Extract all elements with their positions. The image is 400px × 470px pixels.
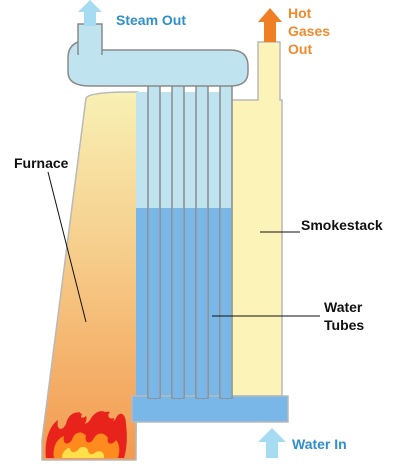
water-in-arrow-icon bbox=[258, 428, 286, 458]
water-tubes-label: Water Tubes bbox=[324, 299, 366, 333]
fire-flames bbox=[45, 411, 127, 458]
water-tubes-line-1: Water bbox=[324, 299, 363, 315]
water-in-label: Water In bbox=[292, 436, 347, 452]
steam-out-label: Steam Out bbox=[116, 12, 186, 28]
furnace-leader-line bbox=[47, 171, 87, 323]
smokestack-shell bbox=[229, 41, 283, 397]
furnace-label: Furnace bbox=[14, 155, 69, 171]
water-tubes-line-2: Tubes bbox=[324, 317, 364, 333]
smokestack-label: Smokestack bbox=[301, 217, 383, 233]
water-tubes-group bbox=[147, 77, 233, 399]
hot-gases-out-line-1: Hot bbox=[288, 5, 312, 21]
hot-gases-out-label: Hot Gases Out bbox=[288, 5, 334, 57]
bottom-header bbox=[131, 395, 289, 423]
hot-gases-out-line-2: Gases bbox=[288, 23, 330, 39]
steam-out-arrow-icon bbox=[78, 0, 102, 26]
furnace-body bbox=[41, 91, 139, 461]
hot-gases-out-line-3: Out bbox=[288, 41, 312, 57]
hot-gases-out-arrow-icon bbox=[258, 8, 282, 42]
